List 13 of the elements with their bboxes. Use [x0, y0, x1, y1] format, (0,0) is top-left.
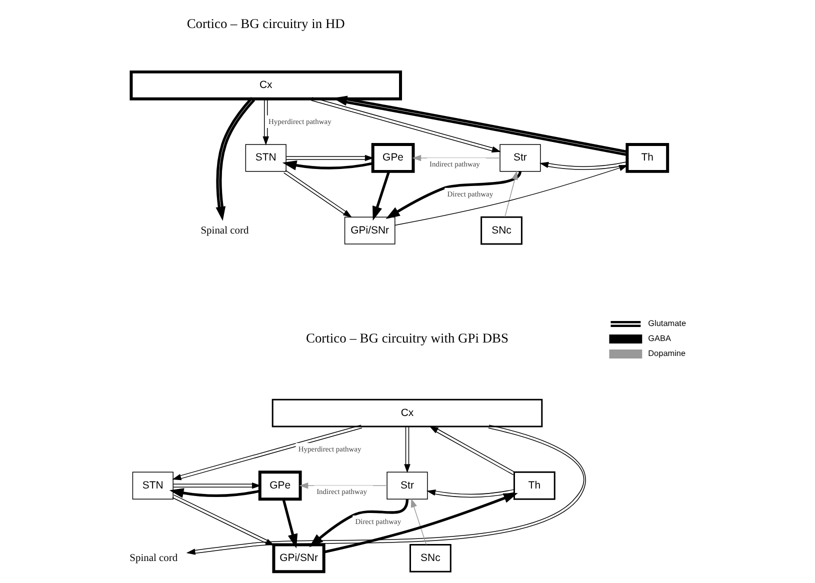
legend-label: Glutamate — [648, 319, 686, 328]
legend-label: Dopamine — [648, 349, 686, 358]
edge-label: Hyperdirect pathway — [268, 116, 331, 126]
label: Cortico – BG circuitry in HD — [186, 16, 344, 32]
edge-label: Hyperdirect pathway — [298, 444, 361, 454]
edge-label: Direct pathway — [354, 517, 401, 526]
node-text: Spinal cord — [129, 552, 178, 564]
edge-label: Direct pathway — [446, 189, 493, 198]
edge-label: Indirect pathway — [429, 160, 480, 169]
edge-label: Indirect pathway — [316, 487, 366, 496]
legend-label: GABA — [648, 334, 670, 344]
label: Cortico – BG circuitry with GPi DBS — [305, 330, 508, 346]
node-text: Spinal cord — [200, 225, 248, 236]
